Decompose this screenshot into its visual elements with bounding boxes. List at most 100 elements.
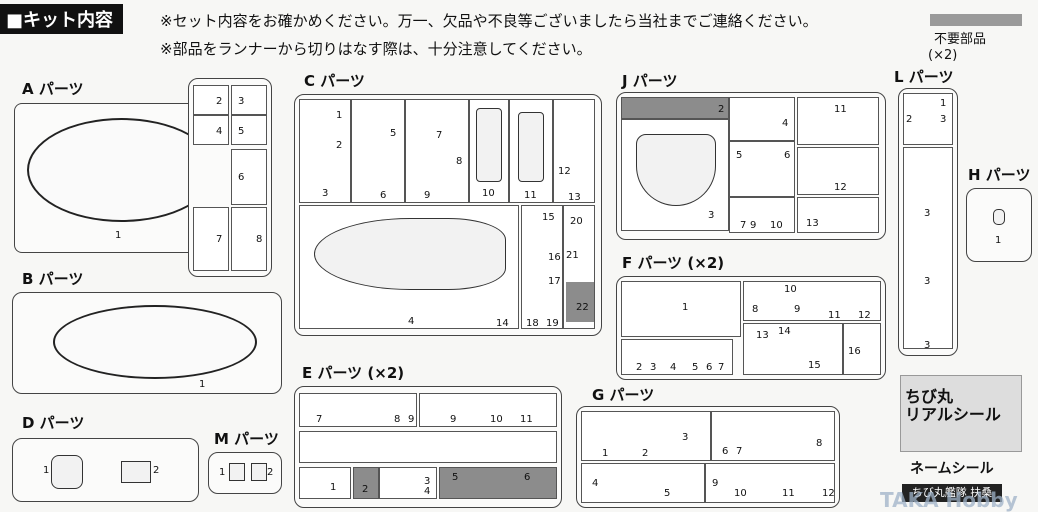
part-number: 12 xyxy=(858,310,871,321)
part-number: 12 xyxy=(834,182,847,193)
part-number: 5 xyxy=(238,126,245,137)
section-qty-e: (×2) xyxy=(367,364,405,382)
unused-parts-swatch xyxy=(930,14,1022,26)
part-number: 16 xyxy=(548,252,561,263)
part-number: 11 xyxy=(828,310,841,321)
part-number: 1 xyxy=(995,235,1002,246)
part-number: 5 xyxy=(390,128,397,139)
runner-a-hull-frame: 1 xyxy=(14,103,216,253)
part-number: 1 xyxy=(336,110,343,121)
part-number: 1 xyxy=(940,98,947,109)
part-number: 2 xyxy=(642,448,649,459)
part-number: 2 xyxy=(216,96,223,107)
part-number: 6 xyxy=(238,172,245,183)
part-number: 3 xyxy=(322,188,329,199)
section-title-e-label: E パーツ xyxy=(302,364,363,382)
part-number: 3 xyxy=(424,476,431,487)
part-number: 4 xyxy=(408,316,415,327)
part-h1-shape xyxy=(993,209,1005,225)
part-number: 4 xyxy=(424,486,431,497)
part-number: 18 xyxy=(526,318,539,329)
part-number: 12 xyxy=(558,166,571,177)
part-number: 16 xyxy=(848,346,861,357)
kit-contents-label: ■キット内容 xyxy=(0,4,124,34)
part-number: 10 xyxy=(784,284,797,295)
section-title-d: D パーツ xyxy=(22,414,85,432)
section-qty-l: (×2) xyxy=(928,48,958,63)
part-m1-shape xyxy=(229,463,245,481)
note-cut-carefully: ※部品をランナーから切りはなす際は、十分注意してください。 xyxy=(160,40,592,58)
part-number: 22 xyxy=(576,302,589,313)
part-number: 11 xyxy=(524,190,537,201)
part-number: 21 xyxy=(566,250,579,261)
part-number: 2 xyxy=(906,114,913,125)
part-number: 3 xyxy=(682,432,689,443)
part-number: 14 xyxy=(778,326,791,337)
section-title-e: E パーツ (×2) xyxy=(302,362,404,383)
part-number: 12 xyxy=(822,488,835,499)
part-number: 4 xyxy=(216,126,223,137)
part-number: 6 xyxy=(524,472,531,483)
part-number: 2 xyxy=(267,467,274,478)
section-title-h: H パーツ xyxy=(968,166,1031,184)
sticker-title-1: ちび丸 xyxy=(905,387,954,406)
part-number: 6 xyxy=(380,190,387,201)
part-number: 9 xyxy=(408,414,415,425)
name-sticker-label: ネームシール xyxy=(910,461,994,477)
section-title-a: A パーツ xyxy=(22,80,84,98)
part-number: 7 xyxy=(740,220,747,231)
part-number: 5 xyxy=(664,488,671,499)
part-number: 1 xyxy=(43,465,50,476)
part-d1-shape xyxy=(51,455,83,489)
part-number: 8 xyxy=(394,414,401,425)
part-number: 4 xyxy=(782,118,789,129)
section-title-l: L パーツ xyxy=(894,68,954,86)
part-c10-shape xyxy=(476,108,502,182)
part-number: 8 xyxy=(256,234,263,245)
part-number: 4 xyxy=(670,362,677,373)
part-number: 7 xyxy=(316,414,323,425)
note-check-contents: ※セット内容をお確かめください。万一、欠品や不良等ございましたら当社までご連絡く… xyxy=(160,12,818,30)
part-number: 7 xyxy=(216,234,223,245)
part-number: 15 xyxy=(542,212,555,223)
part-number: 6 xyxy=(722,446,729,457)
part-number: 15 xyxy=(808,360,821,371)
part-number: 7 xyxy=(736,446,743,457)
part-number: 3 xyxy=(708,210,715,221)
part-number: 1 xyxy=(219,467,226,478)
part-number: 5 xyxy=(452,472,459,483)
part-c11-shape xyxy=(518,112,544,182)
part-j3-shape xyxy=(636,134,716,206)
part-number: 8 xyxy=(752,304,759,315)
part-number: 13 xyxy=(756,330,769,341)
part-number: 2 xyxy=(636,362,643,373)
part-number: 10 xyxy=(770,220,783,231)
part-number: 9 xyxy=(450,414,457,425)
runner-m-frame: 1 2 xyxy=(208,452,282,494)
part-number: 1 xyxy=(115,230,122,241)
part-number: 2 xyxy=(718,104,725,115)
section-title-b: B パーツ xyxy=(22,270,84,288)
part-d2-shape xyxy=(121,461,151,483)
part-number: 2 xyxy=(336,140,343,151)
section-title-j: J パーツ xyxy=(622,72,678,90)
watermark: TAKA Hobby xyxy=(880,488,1018,512)
part-number: 11 xyxy=(520,414,533,425)
part-number: 8 xyxy=(816,438,823,449)
part-number: 3 xyxy=(940,114,947,125)
runner-d-frame: 1 2 xyxy=(12,438,199,502)
name-sticker-plate: ちび丸艦隊 扶桑 xyxy=(902,484,1002,502)
part-number: 5 xyxy=(692,362,699,373)
runner-e-row-bolts xyxy=(299,431,557,463)
part-number: 4 xyxy=(592,478,599,489)
unused-part-marker xyxy=(566,282,594,322)
part-number: 2 xyxy=(362,484,369,495)
part-number: 17 xyxy=(548,276,561,287)
part-number: 3 xyxy=(238,96,245,107)
hull-part-b1 xyxy=(53,305,257,379)
part-number: 9 xyxy=(794,304,801,315)
